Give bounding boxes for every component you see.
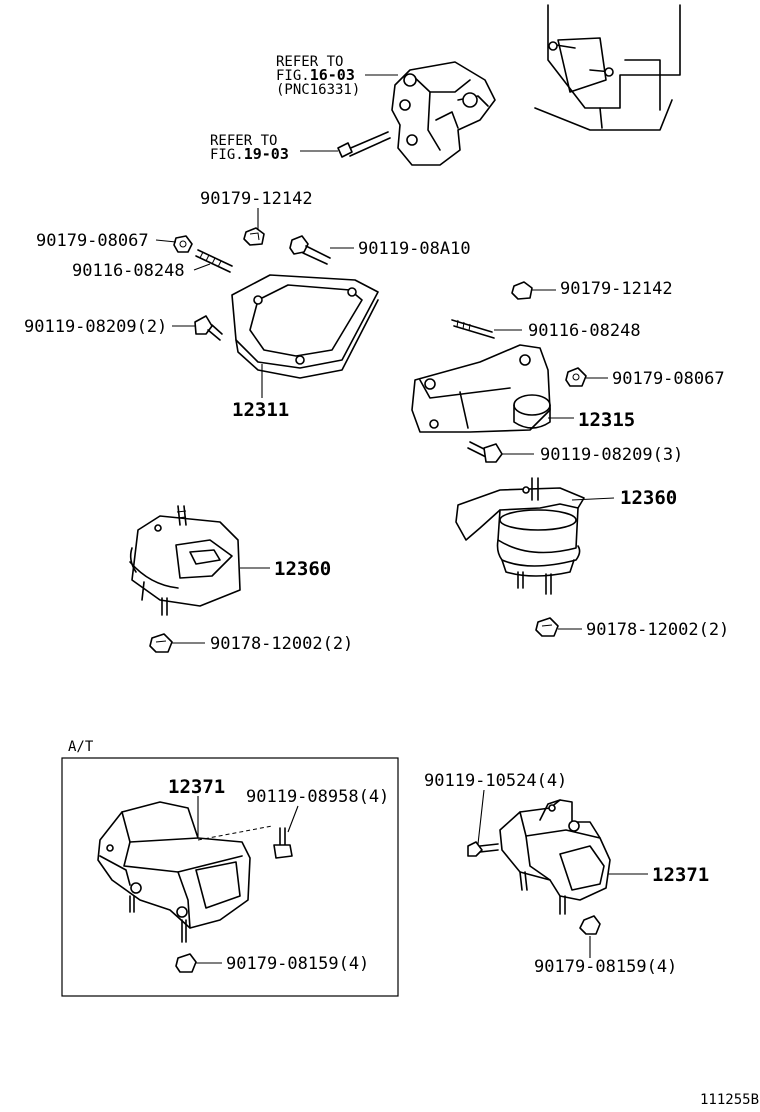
- label-90179-08159-right: 90179-08159(4): [534, 957, 677, 977]
- engine-mount-bracket-upper: [391, 61, 496, 166]
- label-90119-08958: 90119-08958(4): [246, 787, 389, 807]
- refer-top-line3: (PNC16331): [276, 82, 360, 98]
- label-12371-right: 12371: [652, 864, 709, 886]
- nut-h: [579, 915, 601, 935]
- long-bolt: [337, 131, 391, 158]
- label-12311: 12311: [232, 399, 289, 421]
- label-90178-12002-left: 90178-12002(2): [210, 634, 353, 654]
- label-12371-box: 12371: [168, 776, 225, 798]
- bolt-08209-right: [467, 441, 503, 463]
- label-90179-12142-b: 90179-12142: [560, 279, 673, 299]
- insulator-12360-left: [129, 505, 241, 616]
- refer-mid-line2: FIG.19-03: [210, 145, 289, 163]
- label-12360-right: 12360: [620, 487, 677, 509]
- label-90116-08248-b: 90116-08248: [528, 321, 641, 341]
- label-90179-08067-b: 90179-08067: [612, 369, 725, 389]
- nut-c: [511, 281, 533, 300]
- at-box: [61, 757, 399, 997]
- bolt-08a10: [289, 235, 331, 265]
- stud-a: [195, 249, 233, 273]
- mount-bracket-12311: [231, 274, 379, 379]
- mount-bracket-12315: [411, 344, 551, 433]
- nut-g: [175, 953, 197, 973]
- bolt-08209-left: [194, 315, 223, 341]
- leader-lines: [155, 208, 648, 964]
- nut-b: [173, 235, 193, 253]
- insulator-12360-right: [455, 477, 585, 595]
- nut-e: [149, 633, 173, 653]
- label-at: A/T: [68, 739, 94, 755]
- nut-f: [535, 617, 559, 637]
- label-90179-08067-a: 90179-08067: [36, 231, 149, 251]
- bolt-10524: [467, 841, 499, 857]
- refer-top-line2: FIG.16-03: [276, 66, 355, 84]
- rear-mount-12371-box: [97, 801, 273, 943]
- label-90119-08209-2: 90119-08209(2): [24, 317, 167, 337]
- label-90119-08209-3: 90119-08209(3): [540, 445, 683, 465]
- label-90119-10524: 90119-10524(4): [424, 771, 567, 791]
- stud-b: [451, 319, 495, 339]
- nut-d: [565, 367, 587, 387]
- figure-code: 111255B: [700, 1092, 759, 1108]
- label-90116-08248-a: 90116-08248: [72, 261, 185, 281]
- label-90119-08a10: 90119-08A10: [358, 239, 471, 259]
- label-90179-12142-a: 90179-12142: [200, 189, 313, 209]
- label-90178-12002-right: 90178-12002(2): [586, 620, 729, 640]
- label-90179-08159-box: 90179-08159(4): [226, 954, 369, 974]
- refer-top-line1: REFER TO: [276, 54, 343, 70]
- nut-a: [243, 227, 265, 246]
- rear-mount-12371-right: [499, 799, 611, 915]
- bolt-08958: [273, 827, 293, 859]
- labels: REFER TO FIG.16-03 (PNC16331) REFER TO F…: [24, 54, 759, 1108]
- engine-block-corner: [534, 4, 681, 131]
- refer-mid-line1: REFER TO: [210, 133, 277, 149]
- label-12360-left: 12360: [274, 558, 331, 580]
- label-12315: 12315: [578, 409, 635, 431]
